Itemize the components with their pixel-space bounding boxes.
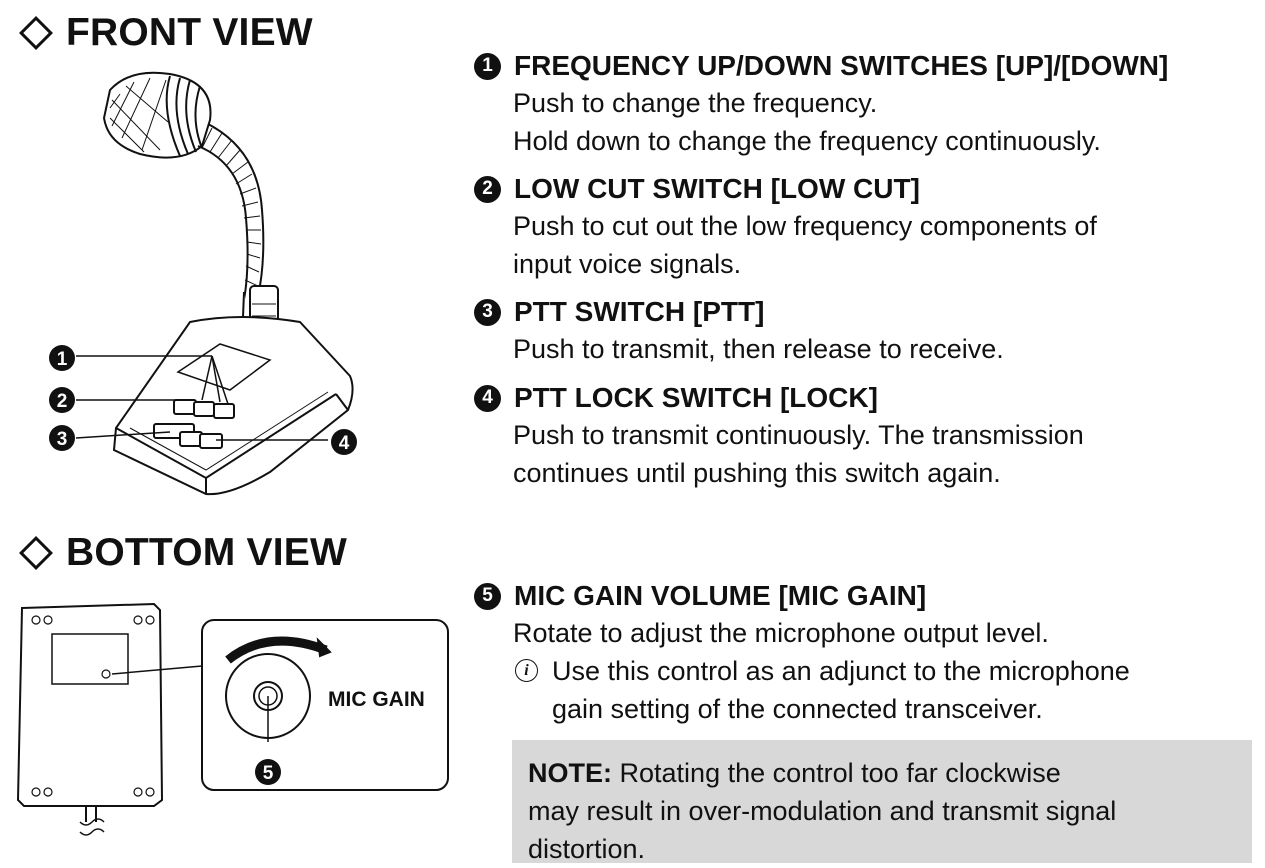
- item-heading: MIC GAIN VOLUME [MIC GAIN]: [514, 580, 927, 611]
- svg-text:4: 4: [339, 433, 350, 454]
- note-line: distortion.: [528, 834, 646, 864]
- item-mic-gain: 5 MIC GAIN VOLUME [MIC GAIN] Rotate to a…: [474, 578, 1254, 728]
- item-description-line: Rotate to adjust the microphone output l…: [513, 618, 1049, 648]
- callout-5: 5: [255, 759, 281, 785]
- item-heading: PTT LOCK SWITCH [LOCK]: [514, 382, 878, 413]
- item-description-line: Push to transmit continuously. The trans…: [513, 420, 1084, 450]
- number-badge: 5: [474, 582, 501, 610]
- diamond-icon: [19, 15, 53, 50]
- note-label: NOTE:: [528, 758, 612, 788]
- item-description-line: Push to cut out the low frequency compon…: [513, 211, 1097, 241]
- number-badge: 3: [474, 298, 501, 326]
- item-description-line: Hold down to change the frequency contin…: [513, 126, 1101, 156]
- item-heading: FREQUENCY UP/DOWN SWITCHES [UP]/[DOWN]: [514, 50, 1169, 81]
- item-low-cut: 2 LOW CUT SWITCH [LOW CUT] Push to cut o…: [474, 171, 1254, 283]
- number-badge: 2: [474, 175, 501, 203]
- item-heading: PTT SWITCH [PTT]: [514, 296, 765, 327]
- front-view-illustration: 1 2 3 4: [49, 71, 357, 496]
- callout-3: 3: [49, 425, 75, 451]
- svg-text:2: 2: [57, 391, 68, 412]
- info-line: gain setting of the connected transceive…: [552, 694, 1043, 724]
- bottom-view-title: BOTTOM VIEW: [18, 533, 347, 572]
- svg-text:3: 3: [57, 429, 68, 450]
- number-badge: 4: [474, 384, 501, 412]
- info-icon: i: [515, 659, 538, 682]
- callout-1: 1: [49, 345, 75, 371]
- item-heading: LOW CUT SWITCH [LOW CUT]: [514, 173, 920, 204]
- svg-text:5: 5: [263, 763, 274, 784]
- note-line: Rotating the control too far clockwise: [619, 758, 1061, 788]
- note-line: may result in over-modulation and transm…: [528, 796, 1117, 826]
- item-ptt-lock: 4 PTT LOCK SWITCH [LOCK] Push to transmi…: [474, 380, 1254, 492]
- bottom-view-illustration: MIC GAIN 5: [16, 602, 449, 836]
- item-description-line: Push to change the frequency.: [513, 88, 878, 118]
- item-ptt: 3 PTT SWITCH [PTT] Push to transmit, the…: [474, 294, 1254, 368]
- item-description-line: input voice signals.: [513, 249, 742, 279]
- mic-gain-label: MIC GAIN: [328, 688, 425, 711]
- svg-text:1: 1: [57, 349, 68, 370]
- item-description-line: continues until pushing this switch agai…: [513, 458, 1001, 488]
- diamond-icon: [19, 535, 53, 570]
- note-box: NOTE: Rotating the control too far clock…: [512, 740, 1252, 864]
- front-view-title: FRONT VIEW: [18, 13, 313, 52]
- callout-4: 4: [331, 429, 357, 455]
- number-badge: 1: [474, 52, 501, 80]
- info-line: Use this control as an adjunct to the mi…: [552, 656, 1130, 686]
- item-frequency-up-down: 1 FREQUENCY UP/DOWN SWITCHES [UP]/[DOWN]…: [474, 48, 1254, 160]
- item-description-line: Push to transmit, then release to receiv…: [513, 334, 1004, 364]
- callout-2: 2: [49, 387, 75, 413]
